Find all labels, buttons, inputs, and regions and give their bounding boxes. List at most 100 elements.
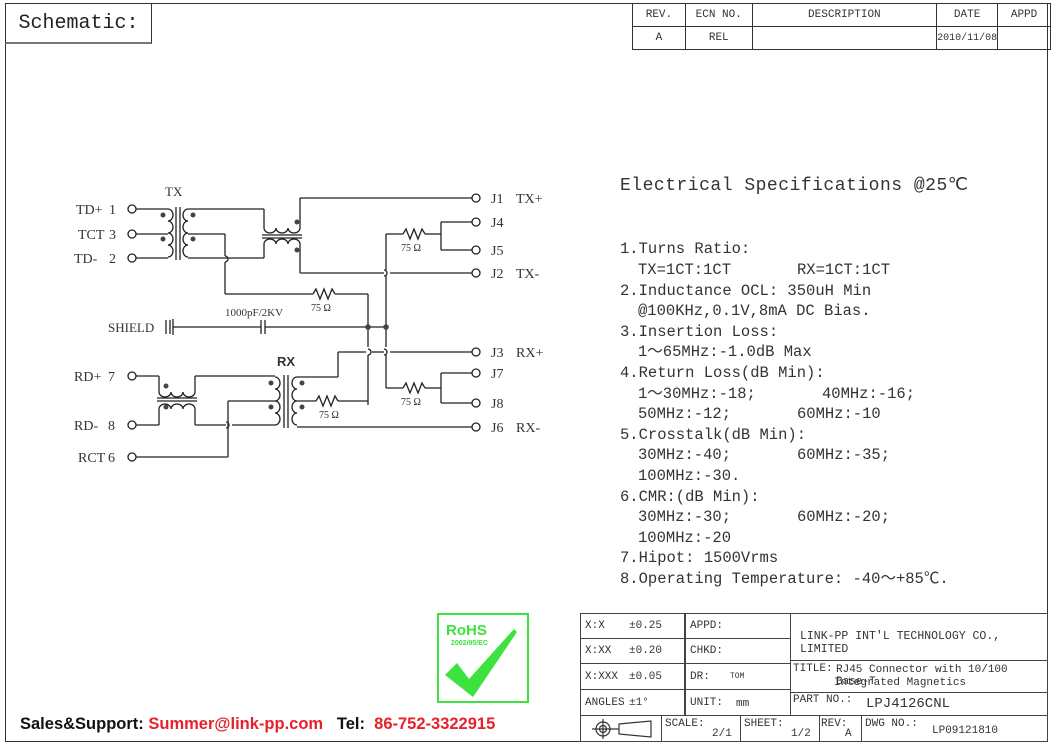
pin-circle-j1 [471, 193, 481, 203]
tolerance-xxx: X:XXX ±0.05 [580, 663, 685, 690]
spec-value: RX=1CT:1CT [797, 260, 891, 279]
spec-item-heading: 1.Turns Ratio: [620, 240, 751, 259]
date-header: DATE [936, 3, 999, 27]
title-field: TITLE: RJ45 Connector with 10/100 Base-T… [790, 660, 1048, 693]
spec-item-detail: @100KHz,0.1V,8mA DC Bias. [620, 301, 968, 322]
spec-item-detail: 30MHz:-40; 60MHz:-35; [620, 445, 968, 466]
ecn-value: REL [684, 26, 753, 50]
junction-dot [383, 324, 389, 330]
pin-label-j3: J3 [491, 346, 503, 361]
pin-circle-rd-plus [127, 371, 137, 381]
pin-label-j8: J8 [491, 397, 503, 412]
pin-circle-j8 [471, 398, 481, 408]
unit-field: UNIT: mm [685, 689, 791, 716]
sheet-field: SHEET: 1/2 [740, 715, 820, 742]
pin-num-tct: 3 [109, 228, 116, 243]
page-title: Schematic: [5, 3, 152, 44]
pin-label-td-minus: TD- [74, 252, 98, 267]
tel-label: Tel: [336, 715, 365, 733]
spec-item-detail: 30MHz:-30; 60MHz:-20; [620, 507, 968, 528]
title-block: X:X ±0.25 X:XX ±0.20 X:XXX ±0.05 ANGLES … [580, 613, 1048, 742]
resistor-rx [402, 381, 426, 395]
spec-item-heading: 6.CMR:(dB Min): [620, 487, 760, 506]
sales-support: Sales&Support: Summer@link-pp.com Tel: 8… [20, 715, 495, 734]
pin-num-rd-minus: 8 [108, 419, 115, 434]
tel-number: 86-752-3322915 [374, 715, 496, 733]
spec-item-heading: 7.Hipot: 1500Vrms [620, 549, 779, 568]
rohs-title: RoHS [446, 622, 487, 639]
spec-item-heading: 8.Operating Temperature: -40～+85℃. [620, 569, 949, 588]
capacitor-label: 1000pF/2KV [225, 307, 283, 319]
shield-label: SHIELD [108, 320, 154, 335]
pin-circle-j6 [471, 422, 481, 432]
pin-label-j4: J4 [491, 216, 503, 231]
junction-dot [365, 324, 371, 330]
spec-value: 30MHz:-40; [638, 446, 732, 465]
spec-item-detail: 100MHz:-20 [620, 528, 968, 549]
rev-header: REV. [632, 3, 686, 27]
rev-field: REV: A [819, 715, 862, 742]
spec-value: @100KHz,0.1V,8mA DC Bias. [638, 302, 871, 321]
rx-cmc-bottom [158, 403, 196, 410]
resistor-tct [312, 287, 336, 301]
projection-symbol [580, 715, 662, 742]
pin-circle-j2 [471, 268, 481, 278]
tx-label: TX [165, 184, 183, 199]
specs-title: Electrical Specifications @25℃ [620, 176, 969, 197]
rx-secondary-coil [291, 376, 298, 426]
appd-header: APPD [997, 3, 1051, 27]
spec-value: 1～30MHz:-18; [638, 384, 756, 403]
schematic-diagram: TX RX TD+ 1 TCT 3 TD- 2 RD+ 7 RD- 8 RCT … [74, 184, 543, 466]
pin-label-rct: RCT [78, 451, 106, 466]
dwg-number-field: DWG NO.: LP09121810 [861, 715, 1048, 742]
pin-label-td-plus: TD+ [76, 203, 103, 218]
revision-table: REV. ECN NO. DESCRIPTION DATE APPD A REL… [632, 3, 1051, 50]
spec-value: 1～65MHz:-1.0dB Max [638, 343, 812, 362]
rohs-badge: RoHS 2002/95/EC [437, 613, 529, 703]
pin-label-rd-plus: RD+ [74, 370, 101, 385]
tolerance-x: X:X ±0.25 [580, 613, 685, 639]
pin-num-rd-plus: 7 [108, 370, 115, 385]
revision-row: A REL 2010/11/08 [632, 26, 1051, 50]
sales-email[interactable]: Summer@link-pp.com [148, 715, 324, 733]
resistor-label-tx: 75 Ω [401, 243, 421, 254]
pin-circle-j3 [471, 347, 481, 357]
resistor-label-rx: 75 Ω [401, 397, 421, 408]
spec-value: 60MHz:-20; [797, 508, 891, 527]
spec-value: 30MHz:-30; [638, 508, 732, 527]
spec-item-detail: 1～30MHz:-18; 40MHz:-16; [620, 384, 968, 405]
part-number-field: PART NO.: LPJ4126CNL [790, 692, 1048, 716]
signal-label-tx-minus: TX- [516, 267, 540, 282]
pin-circle-j4 [471, 217, 481, 227]
spec-item-heading: 3.Insertion Loss: [620, 322, 779, 341]
revision-header-row: REV. ECN NO. DESCRIPTION DATE APPD [632, 3, 1051, 27]
third-angle-projection-icon [592, 719, 652, 739]
spec-value: 100MHz:-20 [638, 528, 732, 547]
rx-label: RX [277, 354, 295, 369]
pin-label-rd-minus: RD- [74, 419, 98, 434]
spec-item-detail: 50MHz:-12; 60MHz:-10 [620, 404, 968, 425]
spec-value: TX=1CT:1CT [638, 260, 732, 279]
spec-value: 100MHz:-30. [638, 466, 741, 485]
pin-circle-td-plus [127, 204, 137, 214]
checkmark-icon [445, 629, 517, 697]
spec-item-heading: 2.Inductance OCL: 350uH Min [620, 281, 872, 300]
pin-label-j5: J5 [491, 244, 503, 259]
spec-value: 40MHz:-16; [822, 384, 916, 403]
pin-circle-rd-minus [127, 420, 137, 430]
spec-value: 50MHz:-12; [638, 405, 732, 424]
spec-value: 60MHz:-35; [797, 446, 891, 465]
spec-item-detail: 1～65MHz:-1.0dB Max [620, 342, 968, 363]
signal-label-rx-plus: RX+ [516, 346, 543, 361]
tx-secondary-coil [182, 208, 189, 258]
dr-field: DR: TOM [685, 663, 791, 690]
resistor-tx [402, 227, 426, 241]
rx-cmc-top [158, 391, 196, 398]
rohs-subtitle: 2002/95/EC [451, 640, 488, 647]
appd-field: APPD: [685, 613, 791, 639]
spec-value: 60MHz:-10 [797, 405, 881, 424]
signal-label-rx-minus: RX- [516, 421, 540, 436]
pin-num-td-plus: 1 [109, 203, 116, 218]
signal-label-tx-plus: TX+ [516, 192, 543, 207]
spec-list: 1.Turns Ratio:TX=1CT:1CT RX=1CT:1CT 2.Indu… [620, 239, 968, 589]
